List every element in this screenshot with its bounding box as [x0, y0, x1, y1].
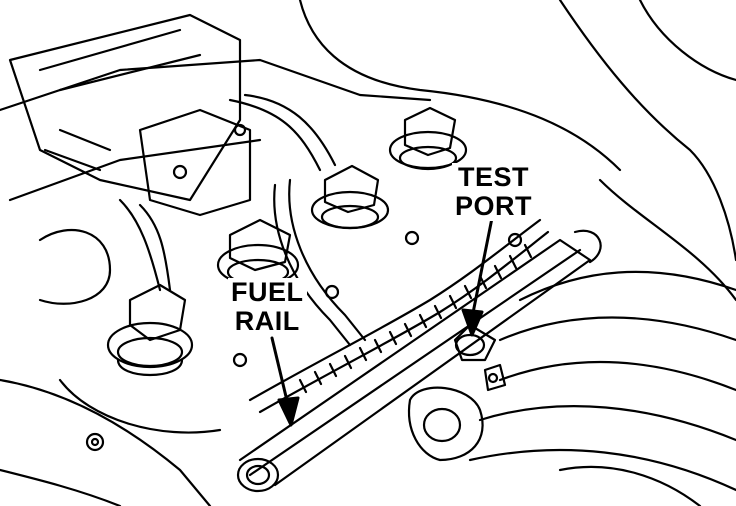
arrow-test-port	[461, 216, 494, 337]
fuel-rail-label-line2: RAIL	[234, 306, 300, 336]
spark-plug-boot-3	[310, 164, 390, 230]
fuel-rail-label: FUEL RAIL	[228, 278, 307, 336]
fuel-rail-label-line1: FUEL	[231, 277, 304, 307]
fender-outline	[298, 0, 736, 302]
bolts	[232, 123, 523, 368]
cylinder-head	[0, 58, 432, 506]
ignition-coil-pack	[8, 13, 252, 217]
test-port-label-line2: PORT	[455, 191, 533, 221]
test-port-label: TEST PORT	[452, 162, 536, 221]
spark-plug-boot-4	[388, 106, 468, 171]
spark-plug-boot-1	[106, 283, 194, 376]
test-port-fitting	[453, 323, 507, 392]
mounting-bracket	[407, 386, 484, 462]
test-port-label-line1: TEST	[458, 162, 530, 192]
wiring-harness	[248, 218, 550, 414]
fuel-rail-drawing	[236, 229, 602, 493]
intake-runners	[468, 270, 736, 506]
plug-wires	[118, 93, 367, 347]
arrow-fuel-rail	[270, 336, 300, 427]
